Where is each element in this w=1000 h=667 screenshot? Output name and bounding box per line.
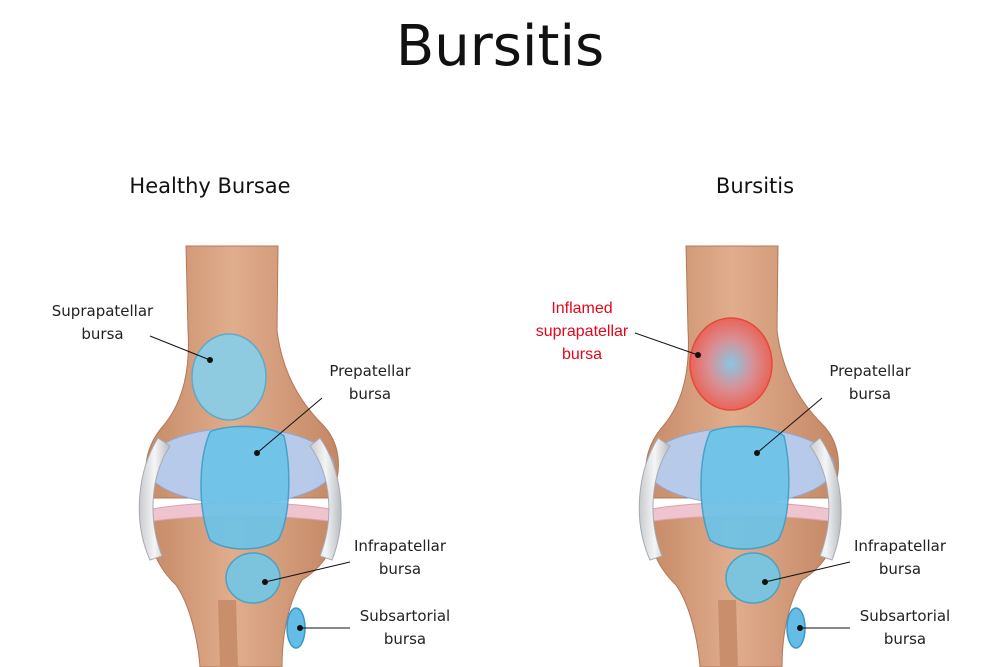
label-line: bursa <box>348 385 392 403</box>
label-line: Subsartorial <box>859 607 951 625</box>
healthy-knee-diagram <box>138 245 351 667</box>
label-infrapatellar-bursa-2: Infrapatellar bursa <box>840 535 960 581</box>
label-line: suprapatellar <box>535 323 629 340</box>
bursitis-knee-diagram <box>634 245 851 667</box>
medial-ligament <box>638 437 671 561</box>
infrapatellar-bursa <box>225 552 281 604</box>
label-line: Subsartorial <box>359 607 451 625</box>
label-subsartorial-bursa: Subsartorial bursa <box>345 605 465 651</box>
page-title: Bursitis <box>395 14 605 79</box>
label-line: Prepatellar <box>329 362 411 380</box>
label-line: Inflamed <box>551 300 613 317</box>
fibula <box>718 600 738 667</box>
panel-title-bursitis: Bursitis <box>715 174 795 198</box>
label-suprapatellar-bursa: Suprapatellar bursa <box>40 300 165 346</box>
label-inflamed-suprapatellar-bursa: Inflamed suprapatellar bursa <box>520 297 644 366</box>
panel-title-healthy: Healthy Bursae <box>129 174 291 198</box>
label-subsartorial-bursa-2: Subsartorial bursa <box>845 605 965 651</box>
label-line: Infrapatellar <box>353 537 447 555</box>
fibula <box>218 600 238 667</box>
label-prepatellar-bursa: Prepatellar bursa <box>315 360 425 406</box>
label-line: Suprapatellar <box>51 302 154 320</box>
label-line: bursa <box>878 560 922 578</box>
label-prepatellar-bursa-2: Prepatellar bursa <box>815 360 925 406</box>
label-line: bursa <box>378 560 422 578</box>
label-infrapatellar-bursa: Infrapatellar bursa <box>340 535 460 581</box>
prepatellar-bursa <box>200 425 290 550</box>
label-line: bursa <box>81 325 124 343</box>
label-line: bursa <box>561 346 603 363</box>
inflamed-suprapatellar-bursa <box>689 317 773 411</box>
lateral-ligament <box>309 437 342 561</box>
label-line: Infrapatellar <box>853 537 947 555</box>
suprapatellar-bursa <box>191 333 267 421</box>
label-line: Prepatellar <box>829 362 911 380</box>
medial-ligament <box>138 437 171 561</box>
infrapatellar-bursa <box>725 552 781 604</box>
label-line: bursa <box>883 630 927 648</box>
label-line: bursa <box>848 385 892 403</box>
lateral-ligament <box>809 437 842 561</box>
label-line: bursa <box>383 630 427 648</box>
prepatellar-bursa <box>700 425 790 550</box>
